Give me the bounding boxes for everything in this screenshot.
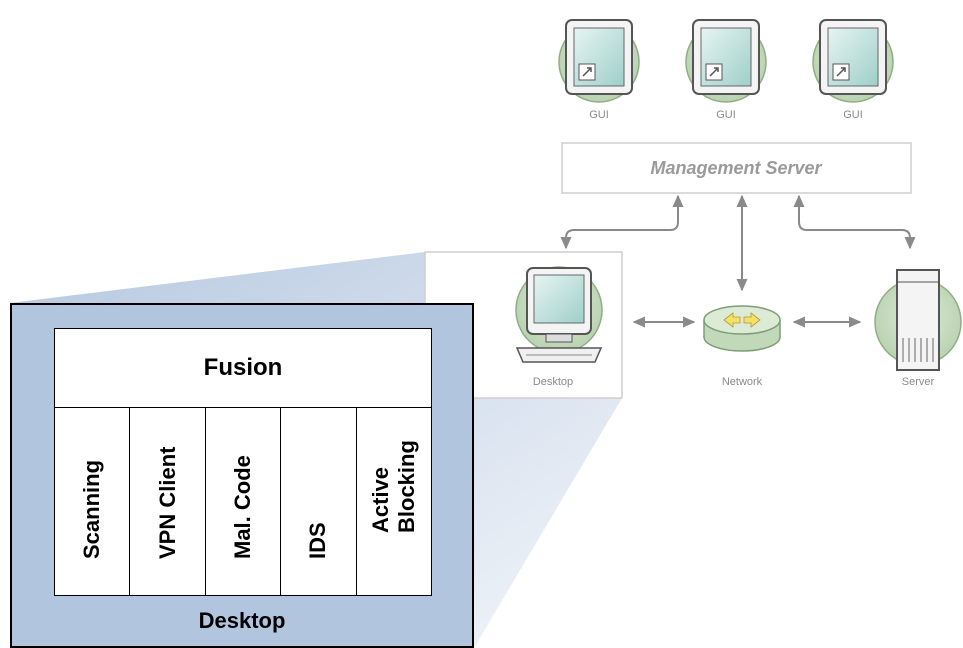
- module-vpn-client-label: VPN Client: [154, 446, 180, 559]
- network-node-label: Network: [722, 376, 763, 388]
- management-server-box: Management Server: [561, 142, 912, 194]
- server-node: Server: [874, 269, 962, 388]
- module-active-blocking: Active Blocking: [357, 408, 431, 595]
- module-active-blocking-label: Active Blocking: [367, 440, 419, 533]
- module-scanning-label: Scanning: [79, 459, 105, 559]
- connector-mgmt-server: [793, 194, 916, 250]
- server-node-label: Server: [902, 376, 935, 388]
- connector-mgmt-desktop: [560, 194, 684, 250]
- desktop-detail-panel: Fusion Scanning VPN Client Mal. Code IDS…: [10, 303, 474, 648]
- module-scanning: Scanning: [55, 408, 131, 595]
- gui-station-3: GUI: [812, 19, 894, 121]
- module-mal-code-label: Mal. Code: [230, 455, 256, 559]
- gui-label-1: GUI: [589, 109, 609, 121]
- module-ids-label: IDS: [305, 522, 331, 559]
- desktop-detail-caption: Desktop: [198, 608, 286, 633]
- module-ids: IDS: [281, 408, 357, 595]
- desktop-node-label: Desktop: [533, 376, 573, 388]
- module-vpn-client: VPN Client: [130, 408, 206, 595]
- module-columns: Scanning VPN Client Mal. Code IDS Active…: [55, 408, 431, 595]
- gui-station-1: GUI: [558, 19, 640, 121]
- network-node: Network: [703, 305, 781, 388]
- fusion-module: Fusion: [55, 329, 431, 408]
- gui-label-3: GUI: [843, 109, 863, 121]
- management-server-label: Management Server: [650, 158, 822, 178]
- module-mal-code: Mal. Code: [206, 408, 282, 595]
- gui-label-2: GUI: [716, 109, 736, 121]
- gui-station-2: GUI: [685, 19, 767, 121]
- module-stack: Fusion Scanning VPN Client Mal. Code IDS…: [54, 328, 432, 596]
